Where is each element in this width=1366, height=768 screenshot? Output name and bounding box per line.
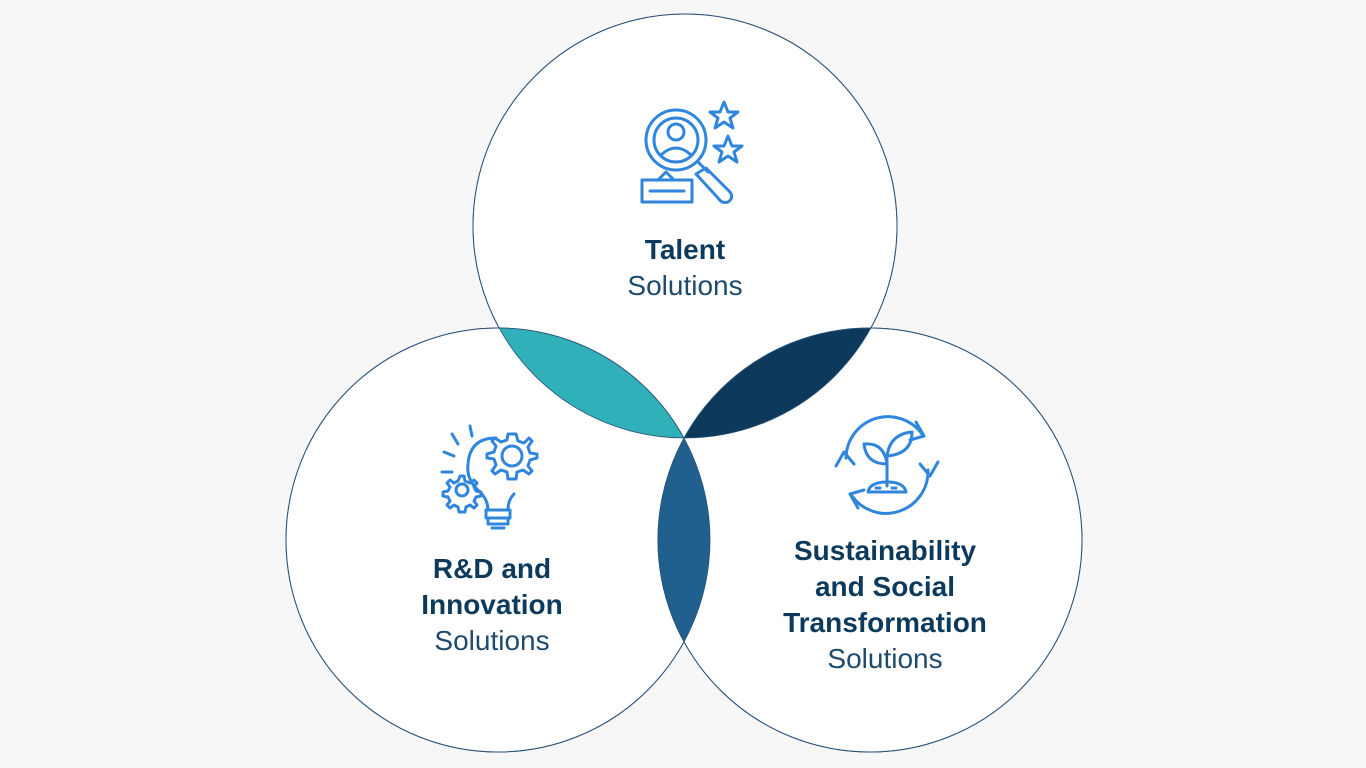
subtitle-sustainability: Solutions xyxy=(827,643,943,674)
label-talent: Talent Solutions xyxy=(585,232,785,304)
subtitle-talent: Solutions xyxy=(627,270,743,301)
overlap-talent-sustainability xyxy=(684,328,871,438)
plant-cycle-icon xyxy=(834,415,940,515)
circle-talent-outline xyxy=(472,13,898,439)
title-rnd-line-1: R&D and xyxy=(432,553,552,584)
title-talent-line-1: Talent xyxy=(644,234,726,265)
talent-search-icon xyxy=(640,100,744,204)
title-rnd-line-2: Innovation xyxy=(421,589,563,620)
overlap-talent-rnd xyxy=(499,328,684,438)
circle-sustainability-outline xyxy=(657,327,1083,753)
lightbulb-gears-icon xyxy=(440,424,539,530)
title-sustainability-line-2: and Social xyxy=(814,571,956,602)
overlap-rnd-sustainability xyxy=(658,438,710,642)
label-sustainability: Sustainability and Social Transformation… xyxy=(745,533,1025,677)
title-sustainability-line-3: Transformation xyxy=(783,607,987,638)
circle-rnd-outline xyxy=(285,327,711,753)
title-sustainability-line-1: Sustainability xyxy=(793,535,977,566)
subtitle-rnd: Solutions xyxy=(434,625,550,656)
label-rnd: R&D and Innovation Solutions xyxy=(380,551,604,659)
